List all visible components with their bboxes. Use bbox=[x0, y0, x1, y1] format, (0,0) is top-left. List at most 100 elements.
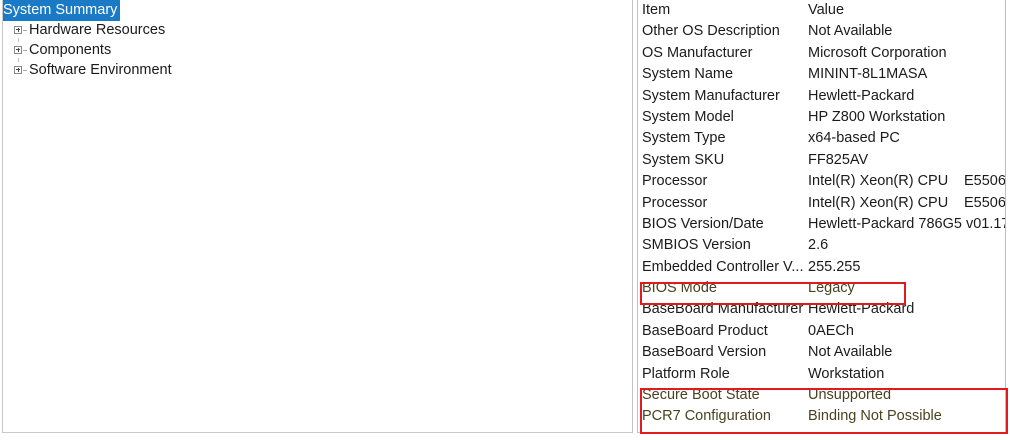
cell-value: 0AECh bbox=[808, 323, 854, 339]
cell-value-text: HP Z800 Workstation bbox=[808, 108, 946, 125]
tree-item-label: Hardware Resources bbox=[29, 22, 166, 38]
column-header-item[interactable]: Item bbox=[642, 2, 671, 18]
cell-value-text: 2.6 bbox=[808, 237, 829, 254]
cell-value-text: Legacy bbox=[808, 280, 855, 297]
cell-value-text: FF825AV bbox=[808, 151, 869, 168]
cell-value: Legacy bbox=[808, 280, 855, 296]
cell-value: x64-based PC bbox=[808, 130, 900, 146]
cell-item: BaseBoard Version bbox=[642, 344, 767, 361]
cell-value-extra: E5506 bbox=[964, 194, 1005, 211]
cell-value: Microsoft Corporation bbox=[808, 45, 947, 61]
list-row[interactable]: Processor Intel(R) Xeon(R) CPU E5506 bbox=[638, 171, 1005, 192]
expand-plus-icon[interactable] bbox=[12, 37, 29, 59]
list-row[interactable]: Platform Role Workstation bbox=[638, 364, 1005, 385]
cell-value: Hewlett-Packard 786G5 v01.17, 8/ bbox=[808, 216, 1005, 232]
cell-item: SMBIOS Version bbox=[642, 237, 751, 254]
expand-plus-icon[interactable] bbox=[12, 57, 29, 79]
cell-value-text: Intel(R) Xeon(R) CPU bbox=[808, 194, 949, 211]
list-row[interactable]: SMBIOS Version 2.6 bbox=[638, 235, 1005, 256]
tree-item-system-summary[interactable]: System Summary bbox=[3, 0, 631, 21]
cell-item: Embedded Controller V... bbox=[642, 258, 804, 275]
list-row[interactable]: Other OS Description Not Available bbox=[638, 21, 1005, 42]
cell-value: Binding Not Possible bbox=[808, 408, 942, 424]
cell-item: BaseBoard Manufacturer bbox=[642, 301, 804, 318]
list-row[interactable]: System Type x64-based PC bbox=[638, 128, 1005, 149]
list-row[interactable]: Secure Boot State Unsupported bbox=[638, 385, 1005, 406]
cell-value-text: Not Available bbox=[808, 23, 893, 40]
cell-item: BIOS Version/Date bbox=[642, 215, 764, 232]
list-row[interactable]: System Model HP Z800 Workstation bbox=[638, 107, 1005, 128]
list-row[interactable]: PCR7 Configuration Binding Not Possible bbox=[638, 406, 1005, 427]
cell-value-text: Intel(R) Xeon(R) CPU bbox=[808, 173, 949, 190]
pane-splitter-right-edge[interactable] bbox=[637, 0, 638, 433]
tree-item-label: Software Environment bbox=[29, 62, 172, 78]
cell-value: Not Available bbox=[808, 344, 892, 360]
cell-value: 2.6 bbox=[808, 237, 828, 253]
cell-value-text: 0AECh bbox=[808, 322, 854, 339]
cell-value: Not Available bbox=[808, 23, 892, 39]
cell-value: MININT-8L1MASA bbox=[808, 66, 927, 82]
tree-item-software-environment[interactable]: Software Environment bbox=[3, 57, 631, 80]
cell-value-text: Workstation bbox=[808, 365, 885, 382]
cell-item: Secure Boot State bbox=[642, 387, 760, 404]
cell-value: Intel(R) Xeon(R) CPU E5506 bbox=[808, 173, 1005, 190]
cell-value: Workstation bbox=[808, 366, 884, 382]
cell-value-text: Microsoft Corporation bbox=[808, 44, 947, 61]
cell-item: System Type bbox=[642, 130, 726, 147]
cell-value-extra: E5506 bbox=[964, 173, 1005, 190]
cell-value: HP Z800 Workstation bbox=[808, 109, 945, 125]
cell-item: System Model bbox=[642, 108, 734, 125]
list-row[interactable]: BIOS Version/Date Hewlett-Packard 786G5 v… bbox=[638, 214, 1005, 235]
cell-value: FF825AV bbox=[808, 152, 868, 168]
list-row[interactable]: OS Manufacturer Microsoft Corporation bbox=[638, 43, 1005, 64]
cell-value-text: Not Available bbox=[808, 344, 893, 361]
cell-value: Intel(R) Xeon(R) CPU E5506 bbox=[808, 194, 1005, 211]
cell-value-text: MININT-8L1MASA bbox=[808, 66, 928, 83]
list-row[interactable]: Embedded Controller V...255.255 bbox=[638, 257, 1005, 278]
list-header-row: Item Value bbox=[638, 0, 1005, 21]
pane-splitter-gap bbox=[633, 0, 637, 433]
cell-item: OS Manufacturer bbox=[642, 44, 753, 61]
tree-item-label: Components bbox=[29, 42, 112, 58]
cell-value-text: Hewlett-Packard bbox=[808, 87, 915, 104]
cell-item: System SKU bbox=[642, 151, 725, 168]
list-row[interactable]: System Name MININT-8L1MASA bbox=[638, 64, 1005, 85]
column-header-value[interactable]: Value bbox=[808, 2, 845, 18]
list-row[interactable]: System Manufacturer Hewlett-Packard bbox=[638, 86, 1005, 107]
list-row[interactable]: BIOS Mode Legacy bbox=[638, 278, 1005, 299]
cell-item: Platform Role bbox=[642, 365, 730, 382]
cell-item: Other OS Description bbox=[642, 23, 780, 40]
cell-value-text: Hewlett-Packard 786G5 v01.17, 8/ bbox=[808, 215, 1005, 232]
cell-item: System Manufacturer bbox=[642, 87, 780, 104]
window-border-bottom bbox=[2, 432, 1008, 433]
cell-value: Hewlett-Packard bbox=[808, 88, 914, 104]
cell-value-text: Unsupported bbox=[808, 387, 892, 404]
cell-value-text: 255.255 bbox=[808, 258, 861, 275]
cell-item: Processor bbox=[642, 194, 708, 211]
list-row[interactable]: BaseBoard Product 0AECh bbox=[638, 321, 1005, 342]
tree-item-hardware-resources[interactable]: Hardware Resources bbox=[3, 20, 631, 40]
cell-value-text: Hewlett-Packard bbox=[808, 301, 915, 318]
list-row[interactable]: Processor Intel(R) Xeon(R) CPU E5506 bbox=[638, 193, 1005, 214]
cell-item: System Name bbox=[642, 66, 734, 83]
cell-value: 255.255 bbox=[808, 259, 860, 275]
cell-value: Unsupported bbox=[808, 387, 891, 403]
cell-item: BaseBoard Product bbox=[642, 322, 768, 339]
tree-item-label: System Summary bbox=[3, 0, 121, 21]
cell-item: BIOS Mode bbox=[642, 280, 717, 297]
expand-plus-icon[interactable] bbox=[12, 22, 29, 39]
tree-item-components[interactable]: Components bbox=[3, 37, 631, 60]
cell-value-text: x64-based PC bbox=[808, 130, 900, 147]
cell-item: PCR7 Configuration bbox=[642, 408, 771, 425]
list-row[interactable]: BaseBoard Version Not Available bbox=[638, 342, 1005, 363]
cell-value-text: Binding Not Possible bbox=[808, 408, 942, 425]
window-border-left bbox=[2, 0, 3, 433]
list-row[interactable]: System SKU FF825AV bbox=[638, 150, 1005, 171]
window-border-right bbox=[1005, 0, 1006, 433]
cell-item: Processor bbox=[642, 173, 708, 190]
pane-splitter-left-edge[interactable] bbox=[632, 0, 633, 433]
